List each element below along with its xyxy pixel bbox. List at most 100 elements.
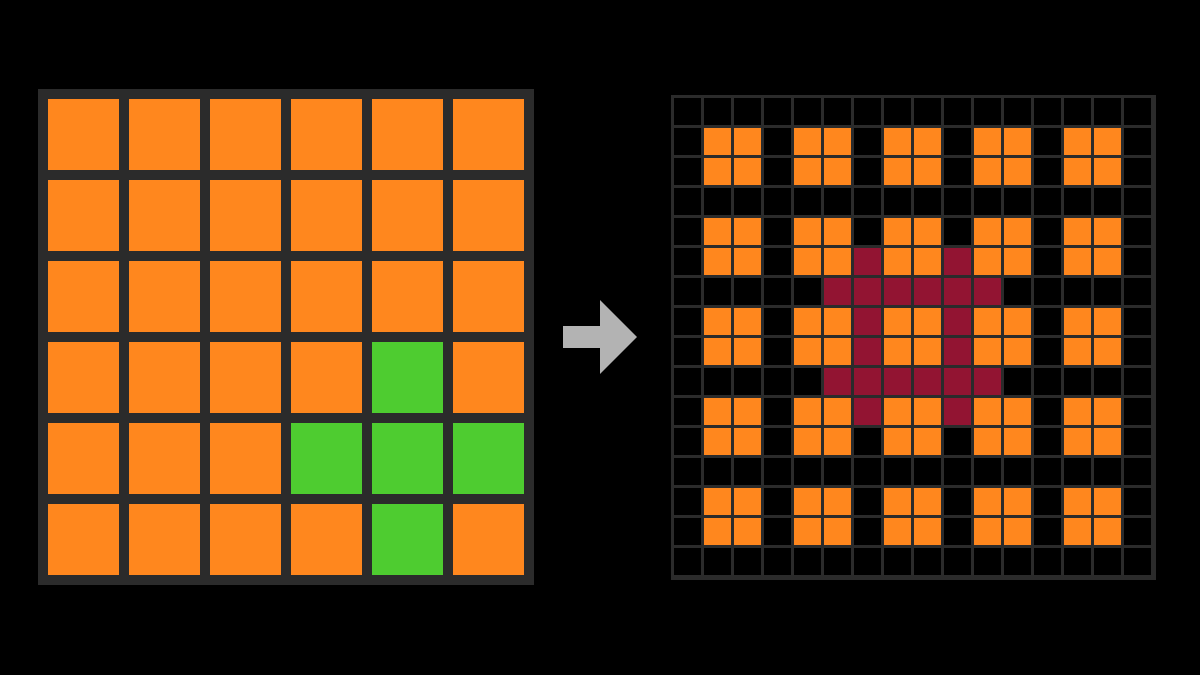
grid-cell <box>884 158 911 185</box>
grid-cell <box>914 278 941 305</box>
grid-cell <box>884 488 911 515</box>
grid-cell <box>944 218 971 245</box>
grid-cell <box>824 338 851 365</box>
grid-cell <box>824 548 851 575</box>
grid-cell <box>1034 98 1061 125</box>
grid-cell <box>1064 188 1091 215</box>
grid-cell <box>1094 488 1121 515</box>
grid-cell <box>1094 158 1121 185</box>
grid-cell <box>944 398 971 425</box>
grid-cell <box>824 308 851 335</box>
grid-cell <box>854 488 881 515</box>
grid-cell <box>734 218 761 245</box>
grid-cell <box>704 548 731 575</box>
grid-cell <box>291 423 362 494</box>
grid-cell <box>734 98 761 125</box>
grid-cell <box>824 488 851 515</box>
grid-cell <box>944 518 971 545</box>
grid-cell <box>854 128 881 155</box>
grid-cell <box>129 180 200 251</box>
grid-cell <box>129 423 200 494</box>
grid-cell <box>764 368 791 395</box>
grid-cell <box>914 548 941 575</box>
grid-cell <box>734 398 761 425</box>
grid-cell <box>1094 398 1121 425</box>
grid-cell <box>854 458 881 485</box>
grid-cell <box>824 218 851 245</box>
grid-cell <box>1034 488 1061 515</box>
grid-cell <box>854 398 881 425</box>
grid-cell <box>734 278 761 305</box>
grid-cell <box>824 398 851 425</box>
grid-cell <box>764 98 791 125</box>
grid-cell <box>704 278 731 305</box>
grid-cell <box>1004 98 1031 125</box>
grid-cell <box>1064 338 1091 365</box>
grid-cell <box>974 338 1001 365</box>
grid-cell <box>1004 248 1031 275</box>
grid-cell <box>704 368 731 395</box>
grid-cell <box>764 278 791 305</box>
grid-cell <box>48 504 119 575</box>
grid-cell <box>1124 218 1151 245</box>
grid-cell <box>944 248 971 275</box>
grid-cell <box>704 98 731 125</box>
grid-cell <box>1004 458 1031 485</box>
grid-cell <box>734 248 761 275</box>
grid-cell <box>764 548 791 575</box>
grid-cell <box>1094 368 1121 395</box>
grid-cell <box>914 188 941 215</box>
grid-cell <box>794 458 821 485</box>
grid-cell <box>372 423 443 494</box>
grid-cell <box>1064 488 1091 515</box>
grid-cell <box>734 518 761 545</box>
grid-cell <box>48 423 119 494</box>
grid-cell <box>1034 158 1061 185</box>
grid-cell <box>884 458 911 485</box>
grid-cell <box>1064 248 1091 275</box>
grid-cell <box>824 248 851 275</box>
grid-cell <box>1034 548 1061 575</box>
grid-cell <box>944 98 971 125</box>
grid-cell <box>1004 548 1031 575</box>
grid-cell <box>734 548 761 575</box>
grid-cell <box>1004 488 1031 515</box>
grid-cell <box>794 128 821 155</box>
grid-cell <box>944 488 971 515</box>
grid-cell <box>764 398 791 425</box>
grid-cell <box>794 248 821 275</box>
grid-cell <box>884 398 911 425</box>
grid-cell <box>1094 308 1121 335</box>
grid-cell <box>944 368 971 395</box>
grid-cell <box>1004 338 1031 365</box>
grid-cell <box>1124 158 1151 185</box>
grid-cell <box>704 128 731 155</box>
grid-cell <box>674 548 701 575</box>
grid-cell <box>884 98 911 125</box>
grid-cell <box>884 338 911 365</box>
grid-cell <box>854 98 881 125</box>
grid-cell <box>704 188 731 215</box>
grid-cell <box>944 128 971 155</box>
grid-cell <box>48 342 119 413</box>
grid-cell <box>794 158 821 185</box>
grid-cell <box>794 518 821 545</box>
grid-cell <box>1004 368 1031 395</box>
grid-cell <box>704 428 731 455</box>
grid-cell <box>674 338 701 365</box>
grid-cell <box>884 278 911 305</box>
grid-cell <box>944 548 971 575</box>
grid-cell <box>914 368 941 395</box>
grid-cell <box>674 158 701 185</box>
grid-cell <box>1034 218 1061 245</box>
grid-cell <box>944 428 971 455</box>
grid-cell <box>884 128 911 155</box>
grid-cell <box>674 128 701 155</box>
grid-cell <box>1034 128 1061 155</box>
grid-cell <box>210 504 281 575</box>
grid-cell <box>1094 248 1121 275</box>
grid-cell <box>1004 188 1031 215</box>
grid-cell <box>1034 428 1061 455</box>
grid-cell <box>734 338 761 365</box>
grid-cell <box>884 188 911 215</box>
